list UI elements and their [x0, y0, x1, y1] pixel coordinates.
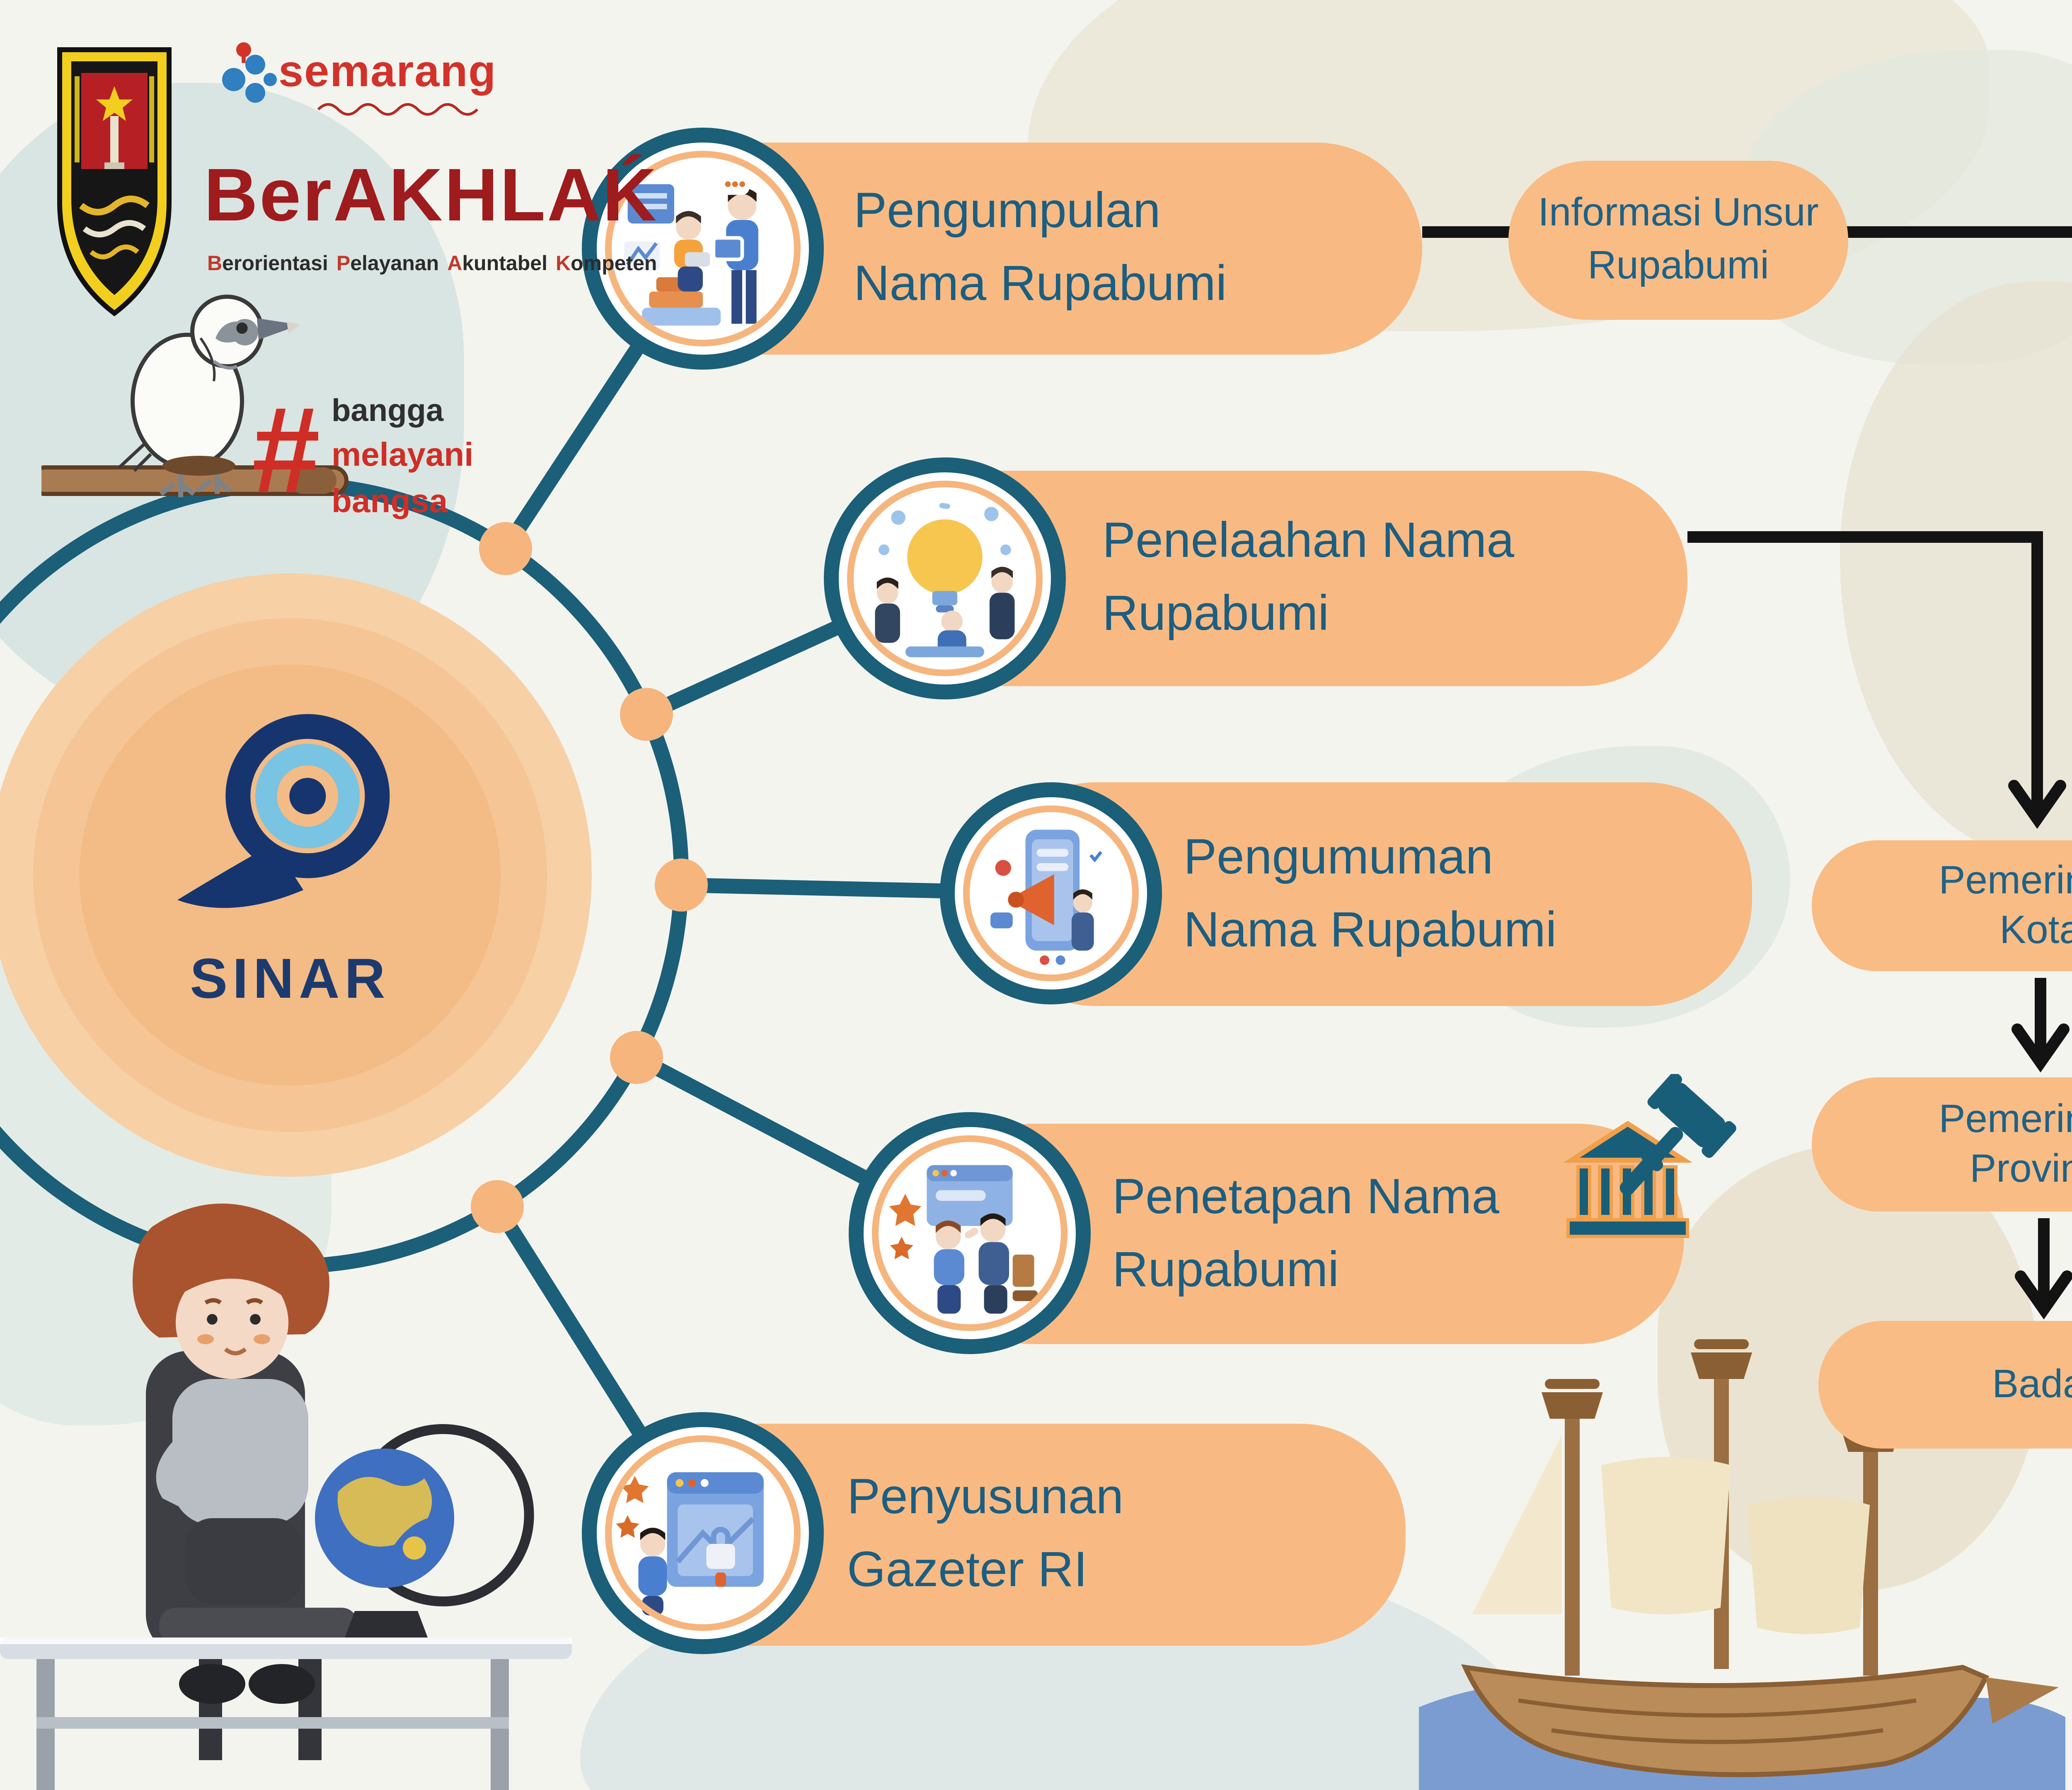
step-label-penetapan: Penetapan Nama Rupabumi — [1112, 1169, 1499, 1297]
step-badge-pengumuman — [940, 782, 1162, 1004]
step-badge-penelaahan — [824, 457, 1066, 699]
illustration-gazetteer — [616, 1472, 764, 1616]
step-label-penyusunan: Penyusunan Gazeter RI — [847, 1470, 1124, 1598]
boy-desk-globe-illustration — [0, 1203, 572, 1790]
illustration-announcement — [990, 830, 1107, 965]
gavel-icon — [1563, 1074, 1736, 1238]
badan-pill: Badan — [1818, 1321, 2072, 1449]
bird-illustration — [41, 295, 349, 497]
semarang-tagline-script — [317, 103, 479, 116]
step-label-pengumuman: Pengumuman Nama Rupabumi — [1184, 830, 1557, 957]
sinar-globe-logo — [177, 714, 390, 908]
berakhlak-wordmark: BerAKHLAḰ — [204, 152, 658, 237]
semarang-crest-logo — [57, 47, 172, 317]
ring-node — [655, 859, 708, 912]
ship-illustration — [1419, 1339, 2065, 1790]
hashtag-word-bangga: bangga — [332, 394, 444, 429]
illustration-approval — [889, 1165, 1038, 1314]
step-badge-penetapan — [849, 1112, 1091, 1354]
page-title: Penamaan dan Pendataan Rupabumi — [1956, 10, 2072, 348]
step-label-penelaahan: Penelaahan Nama Rupabumi — [1102, 514, 1515, 641]
illustration-review-lightbulb — [875, 503, 1015, 658]
pemerintah-provinsi-pill: Pemerintah Provinsi — [1812, 1077, 2072, 1212]
semarang-dots-icon — [222, 42, 277, 103]
ring-node — [471, 1180, 524, 1233]
pemerintah-kota-pill: Pemerintah Kota — [1812, 840, 2072, 971]
step-label-pengumpulan: Pengumpulan Nama Rupabumi — [854, 184, 1227, 312]
info-unsur-pill: Informasi Unsur Rupabumi — [1508, 161, 1848, 320]
step-badge-penyusunan — [582, 1412, 824, 1654]
hashtag-word-melayani: melayani — [332, 438, 474, 474]
ring-node — [620, 688, 673, 741]
ring-node — [610, 1031, 663, 1084]
hashtag-icon: # — [252, 381, 320, 519]
semarang-wordmark: semarang — [278, 46, 497, 96]
ring-node — [479, 522, 532, 575]
hashtag-word-bangsa: bangsa — [332, 484, 448, 520]
sinar-wordmark: SINAR — [190, 948, 390, 1011]
arrow-penelaahan-to-kota — [1687, 531, 2043, 815]
